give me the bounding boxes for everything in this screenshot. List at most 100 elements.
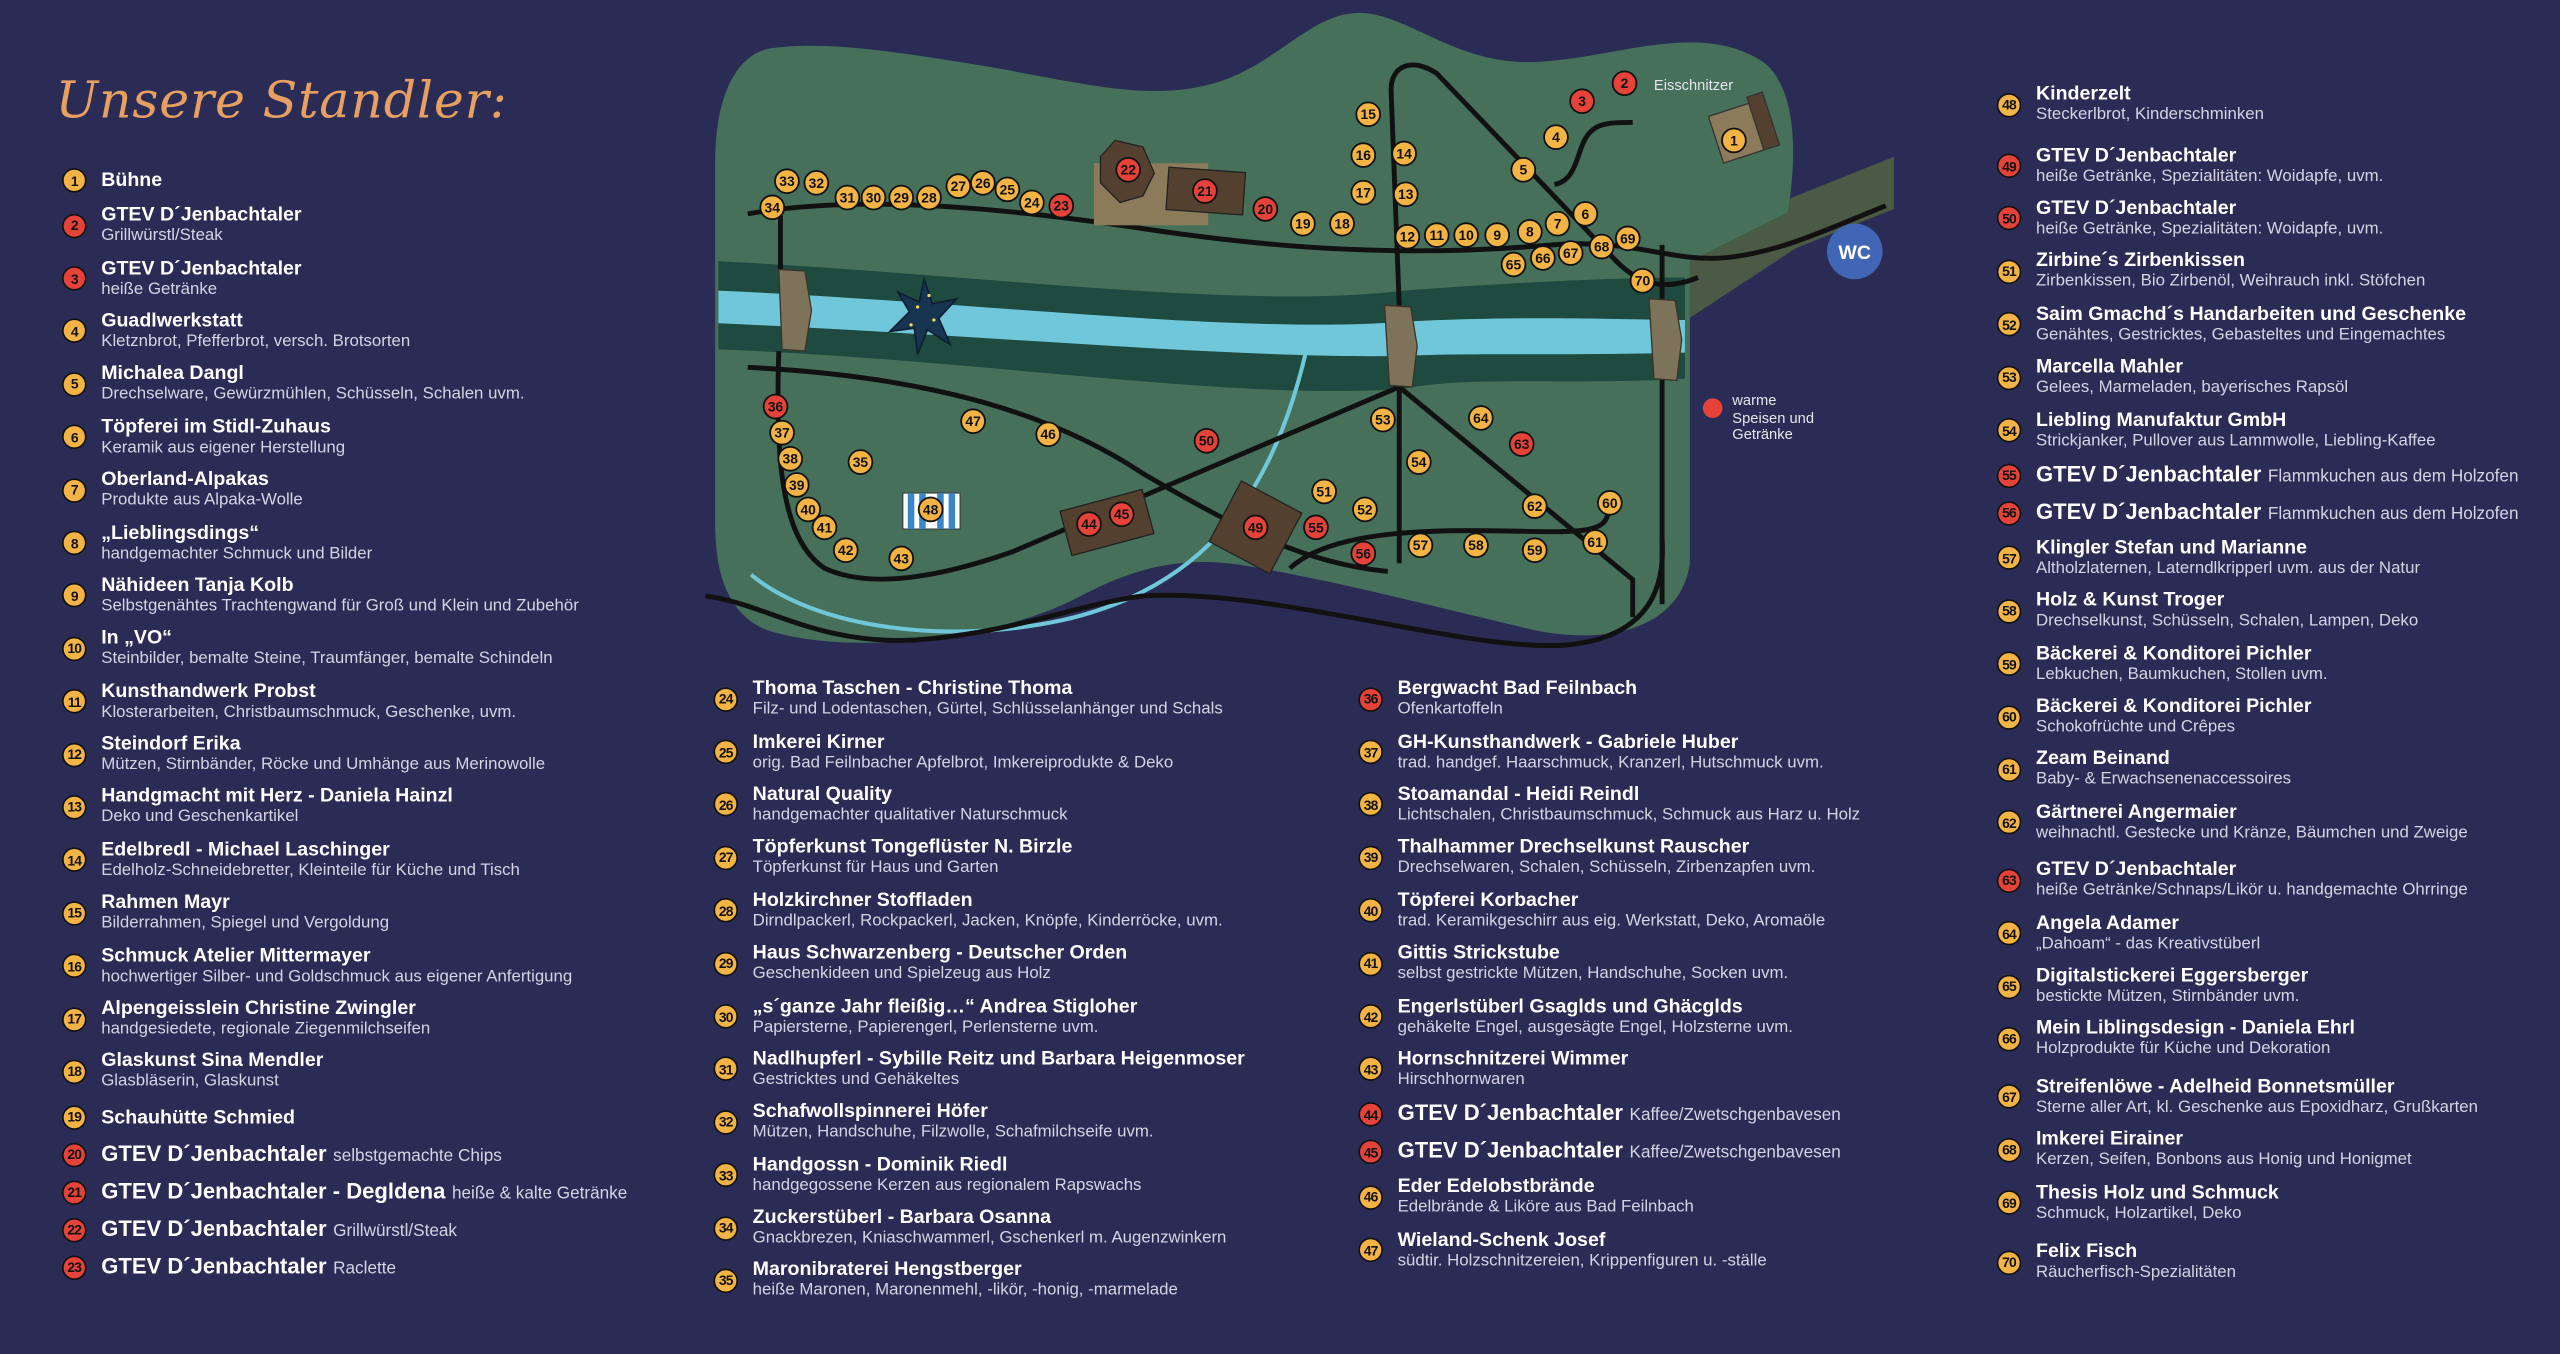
map-marker-18[interactable]: 18 (1329, 210, 1355, 237)
map-marker-39[interactable]: 39 (783, 472, 810, 498)
map-marker-57[interactable]: 57 (1407, 532, 1434, 559)
map-marker-35[interactable]: 35 (847, 449, 874, 475)
map-marker-36[interactable]: 36 (762, 393, 789, 420)
vendor-name: Wieland-Schenk Josef (1397, 1227, 1606, 1251)
map-marker-52[interactable]: 52 (1352, 496, 1378, 523)
marker-circle (1405, 449, 1432, 475)
map-marker-26[interactable]: 26 (970, 170, 996, 196)
map-marker-67[interactable]: 67 (1557, 240, 1584, 266)
map-marker-11[interactable]: 11 (1423, 222, 1450, 248)
vendor-description: südtir. Holzschnitzereien, Krippenfigure… (1397, 1251, 1767, 1270)
map-marker-4[interactable]: 4 (1543, 124, 1569, 150)
map-marker-46[interactable]: 46 (1035, 421, 1062, 448)
map-marker-40[interactable]: 40 (795, 496, 822, 523)
map-marker-66[interactable]: 66 (1530, 245, 1556, 271)
marker-number: 3 (1578, 93, 1586, 109)
map-marker-45[interactable]: 45 (1108, 501, 1135, 528)
map-marker-64[interactable]: 64 (1468, 405, 1494, 431)
marker-circle (860, 184, 887, 211)
map-marker-7[interactable]: 7 (1544, 210, 1571, 237)
map-marker-25[interactable]: 25 (994, 176, 1021, 203)
map-marker-22[interactable]: 22 (1115, 156, 1142, 183)
vendor-description: Drechselware, Gewürzmühlen, Schüsseln, S… (101, 385, 525, 404)
map-marker-38[interactable]: 38 (777, 445, 804, 472)
vendor-description: Deko und Geschenkartikel (101, 808, 299, 827)
marker-circle (1242, 514, 1269, 541)
map-marker-61[interactable]: 61 (1582, 529, 1608, 555)
stand-number-badge: 33 (713, 1162, 738, 1188)
stand-number-badge: 15 (62, 900, 87, 926)
map-marker-13[interactable]: 13 (1392, 181, 1419, 208)
map-marker-21[interactable]: 21 (1192, 178, 1218, 204)
map-marker-31[interactable]: 31 (834, 184, 861, 211)
map-marker-49[interactable]: 49 (1242, 514, 1269, 541)
map-marker-14[interactable]: 14 (1391, 140, 1417, 167)
map-marker-41[interactable]: 41 (811, 514, 838, 541)
map-marker-23[interactable]: 23 (1048, 192, 1075, 219)
map-marker-53[interactable]: 53 (1370, 406, 1396, 433)
vendor-description: Klosterarbeiten, Christbaumschmuck, Gesc… (101, 703, 517, 722)
map-marker-20[interactable]: 20 (1252, 196, 1279, 222)
map-marker-70[interactable]: 70 (1629, 268, 1656, 294)
map-marker-17[interactable]: 17 (1350, 179, 1377, 206)
map-marker-15[interactable]: 15 (1355, 101, 1382, 128)
marker-circle (1407, 532, 1434, 559)
vendor-name: Angela Adamer (2035, 910, 2179, 934)
map-marker-60[interactable]: 60 (1597, 490, 1623, 516)
map-marker-1[interactable]: 1 (1721, 127, 1747, 154)
map-marker-42[interactable]: 42 (832, 537, 859, 564)
map-marker-68[interactable]: 68 (1588, 233, 1615, 260)
map-marker-24[interactable]: 24 (1019, 189, 1045, 216)
map-marker-56[interactable]: 56 (1350, 540, 1377, 567)
map-marker-34[interactable]: 34 (759, 194, 786, 221)
map-marker-50[interactable]: 50 (1193, 428, 1220, 454)
map-marker-27[interactable]: 27 (945, 173, 972, 199)
map-marker-55[interactable]: 55 (1303, 514, 1329, 541)
map-marker-51[interactable]: 51 (1311, 478, 1337, 505)
vendor-name: Schauhütte Schmied (101, 1104, 296, 1128)
map-marker-37[interactable]: 37 (769, 419, 795, 446)
vendor-name: Bühne (101, 168, 163, 192)
map-marker-6[interactable]: 6 (1572, 201, 1599, 227)
marker-number: 57 (1413, 537, 1429, 553)
map-marker-33[interactable]: 33 (774, 168, 800, 195)
map-marker-47[interactable]: 47 (960, 408, 986, 435)
map-marker-8[interactable]: 8 (1517, 219, 1543, 245)
map-marker-62[interactable]: 62 (1521, 493, 1548, 519)
map-marker-28[interactable]: 28 (916, 184, 942, 211)
map-marker-43[interactable]: 43 (888, 545, 915, 572)
vendor-description: Zirbenkissen, Bio Zirbenöl, Weihrauch in… (2035, 273, 2426, 292)
vendor-description: Kaffee/Zwetschgenbavesen (1629, 1105, 1841, 1126)
map-marker-16[interactable]: 16 (1350, 142, 1377, 168)
map-marker-32[interactable]: 32 (803, 170, 830, 196)
map-marker-10[interactable]: 10 (1453, 222, 1479, 248)
wc-marker[interactable]: WC (1826, 223, 1883, 280)
vendor-description: trad. handgef. Haarschmuck, Kranzerl, Hu… (1397, 753, 1824, 772)
map-marker-5[interactable]: 5 (1510, 156, 1537, 183)
stand-number-badge: 16 (62, 953, 87, 979)
map-marker-29[interactable]: 29 (888, 184, 915, 211)
map-marker-12[interactable]: 12 (1394, 223, 1421, 250)
map-marker-58[interactable]: 58 (1463, 532, 1489, 559)
map-marker-59[interactable]: 59 (1521, 537, 1548, 564)
map-marker-30[interactable]: 30 (860, 184, 887, 211)
map-marker-48[interactable]: 48 (917, 496, 944, 523)
map-marker-9[interactable]: 9 (1484, 222, 1511, 248)
map-marker-3[interactable]: 3 (1569, 88, 1595, 115)
map-marker-63[interactable]: 63 (1508, 431, 1535, 457)
map-marker-69[interactable]: 69 (1614, 225, 1641, 252)
map-marker-44[interactable]: 44 (1076, 511, 1102, 537)
stand-number-badge: 25 (713, 739, 738, 765)
marker-circle (1484, 222, 1511, 248)
map-marker-19[interactable]: 19 (1290, 210, 1316, 237)
map-marker-54[interactable]: 54 (1405, 449, 1432, 475)
map-marker-65[interactable]: 65 (1500, 251, 1527, 278)
vendor-name: Nadlhupferl - Sybille Reitz und Barbara … (752, 1046, 1245, 1070)
map-marker-2[interactable]: 2 (1611, 70, 1638, 97)
vendor-description: Gnackbrezen, Kniaschwammerl, Gschenkerl … (752, 1229, 1227, 1248)
marker-number: 13 (1398, 186, 1414, 202)
